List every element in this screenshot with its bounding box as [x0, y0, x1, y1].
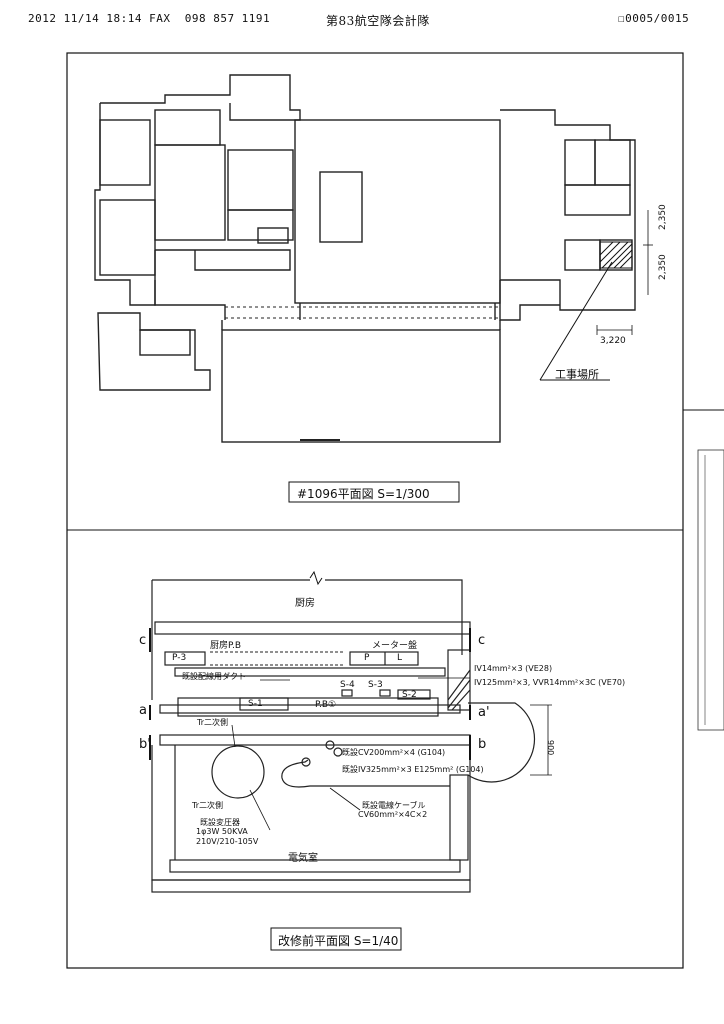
- switch-s3: S-3: [368, 680, 383, 690]
- kitchen-label: 厨房: [295, 598, 315, 609]
- bottom-plan-title: 改修前平面図 S=1/40: [278, 934, 399, 948]
- fax-datetime: 2012 11/14 18:14 FAX 098 857 1191: [28, 12, 271, 25]
- section-c-left: c: [139, 633, 147, 648]
- switch-s2: S-2: [402, 690, 417, 700]
- fax-page-number: ☐0005/0015: [618, 12, 690, 25]
- duct-label: 既設配線用ダクト: [182, 672, 246, 681]
- switch-s1: S-1: [248, 699, 263, 709]
- electrical-room-plan: [151, 579, 536, 893]
- panel-l: L: [397, 653, 403, 663]
- cable-spec-4: 既設IV325mm²×3 E125mm² (G104): [342, 765, 484, 774]
- panel-p: P: [364, 653, 370, 663]
- transformer-spec-1: 1φ3W 50KVA: [196, 827, 248, 836]
- fax-page-icon: ☐: [618, 12, 626, 25]
- work-site-hatch: [599, 241, 633, 269]
- section-a-right: a': [478, 705, 490, 720]
- dim-height-1: 2,350: [658, 204, 668, 230]
- floor-plan-1096: [94, 74, 636, 443]
- section-c-right: c: [478, 633, 486, 648]
- section-a-left: a: [139, 703, 147, 718]
- work-site-label: 工事場所: [555, 368, 599, 381]
- kitchen-pb-label: 厨房P.B: [210, 641, 242, 651]
- section-b-left: b': [139, 737, 151, 752]
- meter-panel-label: メーター盤: [372, 641, 418, 651]
- transformer-label: 既設変圧器: [200, 818, 240, 827]
- pb1-label: P.B①: [315, 700, 337, 710]
- dim-width: 3,220: [600, 336, 626, 346]
- transformer-spec-2: 210V/210-105V: [196, 837, 259, 846]
- panel-p3: P-3: [172, 653, 187, 663]
- top-plan-title: #1096平面図 S=1/300: [297, 487, 430, 501]
- fax-organization: 第83航空隊会計隊: [326, 14, 430, 28]
- cable-spec-1: IV14mm²×3 (VE28): [474, 664, 553, 673]
- cable-spec-5: 既設電線ケーブル: [362, 801, 426, 810]
- cable-spec-3: 既設CV200mm²×4 (G104): [342, 748, 446, 757]
- cable-spec-2: IV125mm²×3, VVR14mm²×3C (VE70): [474, 678, 626, 687]
- tr-secondary-top: Tr二次側: [197, 718, 228, 727]
- tr-secondary-bottom: Tr二次側: [192, 801, 223, 810]
- dim-height-2: 2,350: [658, 254, 668, 280]
- dim-900: 900: [546, 740, 555, 756]
- cable-spec-6: CV60mm²×4C×2: [358, 810, 428, 819]
- switch-s4: S-4: [340, 680, 355, 690]
- electrical-room-label: 電気室: [288, 853, 318, 864]
- fax-number: 098 857 1191: [184, 12, 271, 25]
- section-b-right: b: [478, 737, 487, 752]
